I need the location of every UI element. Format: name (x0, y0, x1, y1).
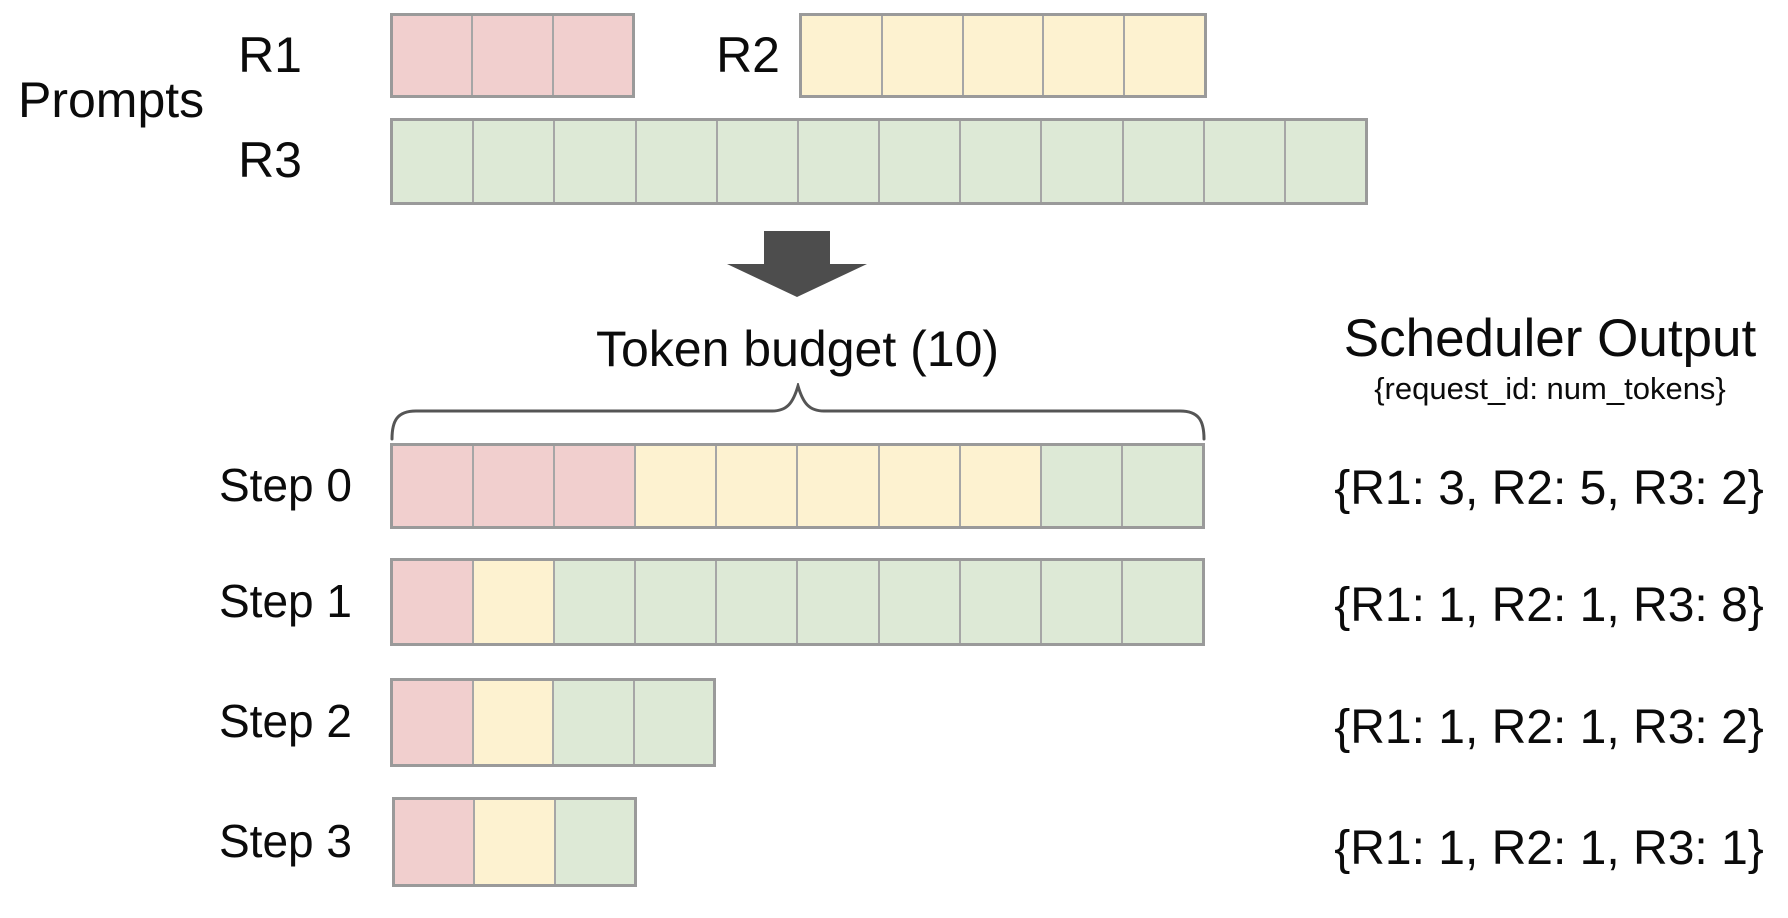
token-cell-r3 (798, 561, 880, 643)
token-cell-r2 (802, 16, 883, 95)
token-cell-r3 (798, 121, 881, 202)
token-cell-r2 (798, 446, 880, 526)
step-3-token-row (392, 797, 637, 887)
token-cell-r3 (879, 561, 961, 643)
token-cell-r2 (473, 681, 554, 764)
request-r3-label: R3 (238, 132, 302, 188)
token-cell-r1 (393, 446, 475, 526)
token-cell-r3 (634, 681, 713, 764)
token-cell-r2 (960, 446, 1042, 526)
token-cell-r2 (1125, 16, 1204, 95)
scheduler-output-title: Scheduler Output (1343, 309, 1757, 368)
step-1-label: Step 1 (219, 575, 352, 627)
request-r2-label: R2 (716, 27, 780, 83)
step-1-scheduler-output: {R1: 1, R2: 1, R3: 8} (1334, 579, 1764, 632)
token-budget-label: Token budget (10) (595, 321, 1000, 377)
token-cell-r2 (963, 16, 1045, 95)
token-budget-brace (390, 383, 1206, 441)
token-cell-r3 (636, 561, 718, 643)
token-cell-r3 (1041, 561, 1123, 643)
step-3-label: Step 3 (219, 815, 352, 867)
token-cell-r3 (1123, 121, 1205, 202)
token-cell-r3 (555, 800, 634, 884)
token-cell-r3 (1204, 121, 1286, 202)
token-cell-r3 (636, 121, 718, 202)
step-0-token-row (390, 443, 1205, 529)
step-2-scheduler-output: {R1: 1, R2: 1, R3: 2} (1334, 701, 1764, 754)
step-3-scheduler-output: {R1: 1, R2: 1, R3: 1} (1334, 822, 1764, 875)
token-cell-r2 (475, 800, 556, 884)
step-1-token-row (390, 558, 1205, 646)
request-r1-label: R1 (238, 27, 302, 83)
token-cell-r3 (555, 561, 637, 643)
token-cell-r3 (960, 561, 1042, 643)
scheduler-output-subtitle: {request_id: num_tokens} (1374, 371, 1726, 406)
token-cell-r2 (1044, 16, 1126, 95)
token-cell-r3 (554, 681, 635, 764)
token-cell-r3 (393, 121, 475, 202)
step-0-scheduler-output: {R1: 3, R2: 5, R3: 2} (1334, 462, 1764, 515)
token-cell-r1 (473, 16, 554, 95)
token-cell-r3 (961, 121, 1043, 202)
token-cell-r3 (1122, 446, 1202, 526)
token-cell-r2 (636, 446, 718, 526)
token-cell-r1 (555, 446, 637, 526)
r2-prompt-token-row (799, 13, 1207, 98)
prompts-label: Prompts (18, 72, 205, 128)
r3-prompt-token-row (390, 118, 1368, 205)
token-cell-r3 (717, 121, 799, 202)
token-cell-r3 (1042, 121, 1124, 202)
token-cell-r2 (474, 561, 556, 643)
token-cell-r3 (880, 121, 962, 202)
down-arrow-icon (727, 231, 867, 297)
token-cell-r1 (393, 16, 474, 95)
token-cell-r1 (393, 561, 475, 643)
token-cell-r3 (474, 121, 556, 202)
r1-prompt-token-row (390, 13, 635, 98)
token-cell-r2 (882, 16, 964, 95)
token-cell-r1 (393, 681, 474, 764)
token-cell-r1 (474, 446, 556, 526)
token-cell-r2 (879, 446, 961, 526)
step-2-label: Step 2 (219, 695, 352, 747)
step-2-token-row (390, 678, 716, 767)
step-0-label: Step 0 (219, 459, 352, 511)
token-cell-r3 (1122, 561, 1202, 643)
token-cell-r3 (1285, 121, 1366, 202)
token-cell-r1 (395, 800, 476, 884)
token-cell-r3 (555, 121, 637, 202)
token-cell-r1 (553, 16, 632, 95)
token-cell-r3 (717, 561, 799, 643)
token-cell-r3 (1041, 446, 1123, 526)
token-cell-r2 (717, 446, 799, 526)
